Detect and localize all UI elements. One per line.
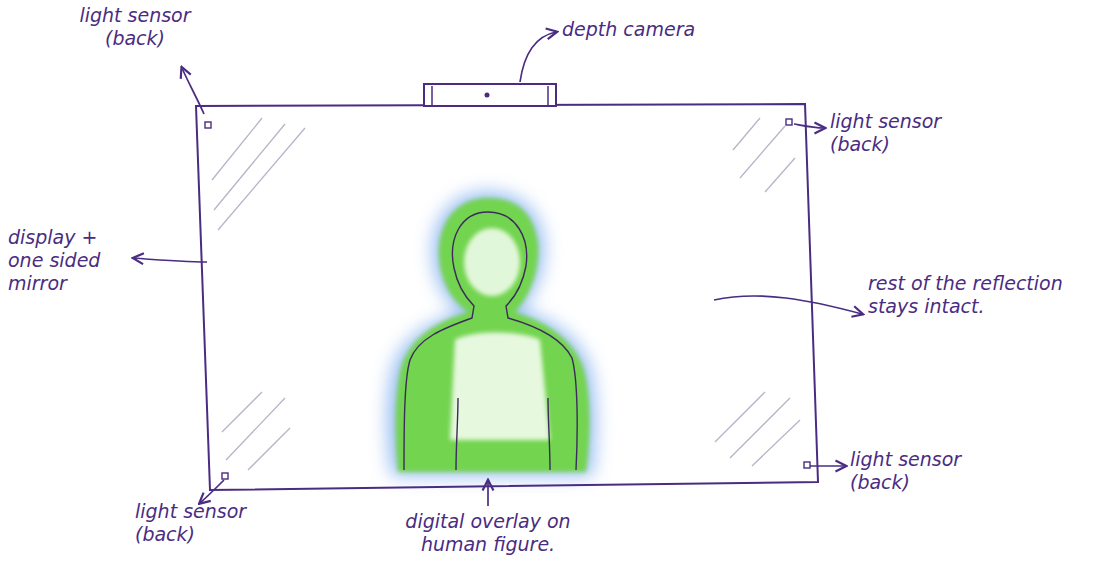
annotation-label: depth camera	[562, 18, 762, 41]
annotation-label: light sensor (back)	[135, 500, 310, 546]
annotation-label: digital overlay on human figure.	[370, 510, 606, 556]
annotation-label: rest of the reflection stays intact.	[868, 272, 1104, 318]
depth-camera	[424, 84, 556, 106]
mirror-frame	[196, 104, 818, 490]
annotation-label: light sensor (back)	[60, 4, 210, 50]
leader-line	[134, 32, 862, 506]
annotation-label: light sensor (back)	[830, 110, 995, 156]
human-overlay	[387, 192, 595, 476]
annotation-label: light sensor (back)	[850, 448, 1015, 494]
annotation-label: display + one sided mirror	[8, 226, 128, 294]
